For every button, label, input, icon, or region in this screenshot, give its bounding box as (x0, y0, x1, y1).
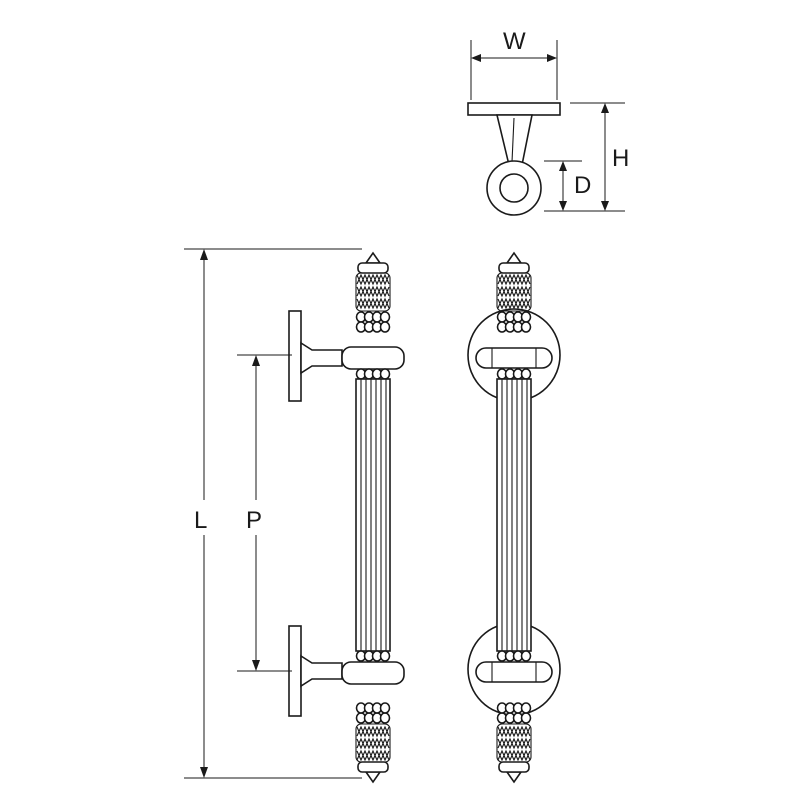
side-view: L P (184, 248, 405, 783)
top-view: W H D (467, 28, 629, 216)
height-label: H (612, 145, 629, 172)
length-label: L (194, 507, 207, 534)
diameter-label: D (574, 172, 591, 199)
pitch-label: P (246, 507, 262, 534)
front-view (467, 252, 561, 783)
width-label: W (503, 28, 526, 55)
